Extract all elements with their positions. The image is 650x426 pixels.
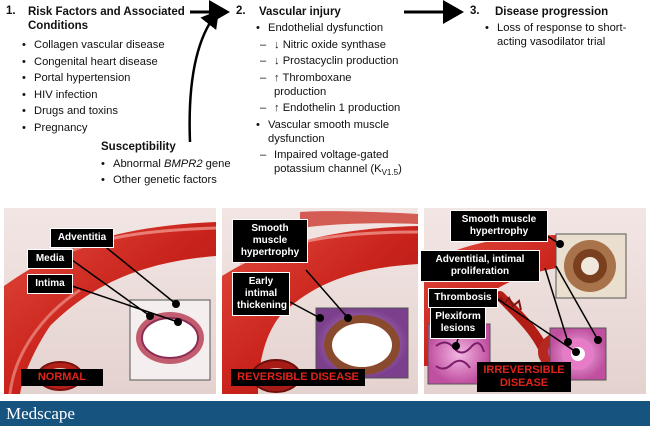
label-adventitia: Adventitia — [50, 228, 114, 248]
gene-suffix: gene — [202, 158, 231, 170]
label-early-intimal-thickening: Early intimal thickening — [232, 272, 290, 316]
flow-arrows — [188, 0, 464, 143]
label-thrombosis: Thrombosis — [428, 288, 498, 308]
list-item: Abnormal BMPR2 gene — [101, 157, 231, 171]
list-item: Drugs and toxins — [22, 104, 165, 118]
list-item: Collagen vascular disease — [22, 38, 165, 52]
susceptibility-list: Abnormal BMPR2 gene Other genetic factor… — [101, 157, 231, 187]
step-1-title: Risk Factors and Associated Conditions — [28, 5, 185, 33]
sub-item: ↓ Prostacyclin production — [256, 54, 402, 68]
footer-bar: Medscape — [0, 401, 650, 426]
status-reversible: REVERSIBLE DISEASE — [231, 369, 365, 386]
label-smooth-muscle-hypertrophy-2: Smooth muscle hypertrophy — [450, 210, 548, 242]
label-line: muscle — [252, 235, 288, 246]
label-line: proliferation — [450, 266, 510, 277]
label-line: thickening — [237, 300, 288, 311]
step-1-title-line1: Risk Factors and Associated — [28, 6, 185, 18]
medscape-logo: Medscape — [6, 404, 75, 423]
label-line: intimal — [244, 288, 278, 299]
label-media: Media — [27, 249, 73, 269]
label-line: Smooth muscle — [461, 214, 537, 225]
step-2-number: 2. — [236, 5, 246, 17]
channel-subscript: V1.5 — [381, 168, 399, 178]
list-item-cont: acting vasodilator trial — [497, 36, 606, 48]
label-line: Early — [248, 276, 274, 287]
label-intima: Intima — [27, 274, 73, 294]
artery-reversible — [222, 226, 418, 394]
susceptibility-title: Susceptibility — [101, 141, 176, 153]
list-item: Endothelial dysfunction — [256, 21, 402, 35]
status-line: DISEASE — [499, 377, 549, 389]
list-item: Other genetic factors — [101, 173, 231, 187]
step-3-title: Disease progression — [495, 6, 609, 18]
label-smooth-muscle-hypertrophy: Smooth muscle hypertrophy — [232, 219, 308, 263]
step-3-list: Loss of response to short- acting vasodi… — [485, 21, 626, 49]
sub-item: ↑ Thromboxane — [256, 71, 402, 85]
gene-name: BMPR2 — [164, 158, 203, 170]
channel-suffix: ) — [398, 163, 402, 175]
label-plexiform-lesions: Plexiform lesions — [430, 307, 486, 339]
sub-item: Impaired voltage-gated — [256, 148, 402, 162]
sub-item: ↓ Nitric oxide synthase — [256, 38, 402, 52]
list-item: Loss of response to short- — [485, 21, 626, 35]
list-item-cont: dysfunction — [268, 132, 325, 145]
list-item: Pregnancy — [22, 121, 165, 135]
list-item: Portal hypertension — [22, 71, 165, 85]
label-line: hypertrophy — [240, 247, 300, 258]
sub-item-cont: production — [274, 85, 327, 98]
step-2-title: Vascular injury — [259, 6, 341, 18]
step-1-list: Collagen vascular disease Congenital hea… — [22, 38, 165, 135]
status-irreversible: IRREVERSIBLE DISEASE — [477, 362, 571, 392]
arrow-susceptibility-to-step2 — [188, 10, 220, 143]
list-item: Vascular smooth muscle — [256, 118, 402, 132]
step-1-number: 1. — [6, 5, 16, 17]
sub-item: ↑ Endothelin 1 production — [256, 101, 402, 115]
label-adventitial-intimal-proliferation: Adventitial, intimal proliferation — [420, 250, 540, 282]
step-2-list: Endothelial dysfunction ↓ Nitric oxide s… — [256, 21, 402, 180]
label-line: Smooth — [251, 223, 289, 234]
channel-prefix: potassium channel (K — [274, 163, 382, 175]
status-normal: NORMAL — [21, 369, 103, 386]
label-line: Adventitial, intimal — [435, 254, 525, 265]
step-1-title-line2: Conditions — [28, 20, 89, 32]
gene-prefix: Abnormal — [113, 158, 164, 170]
list-item: Congenital heart disease — [22, 55, 165, 69]
list-item: HIV infection — [22, 88, 165, 102]
step-3-number: 3. — [470, 5, 480, 17]
label-line: Plexiform — [435, 311, 481, 322]
label-line: hypertrophy — [469, 226, 529, 237]
label-line: lesions — [440, 323, 476, 334]
status-line: IRREVERSIBLE — [483, 364, 565, 376]
sub-item-cont: potassium channel (KV1.5) — [256, 162, 402, 180]
